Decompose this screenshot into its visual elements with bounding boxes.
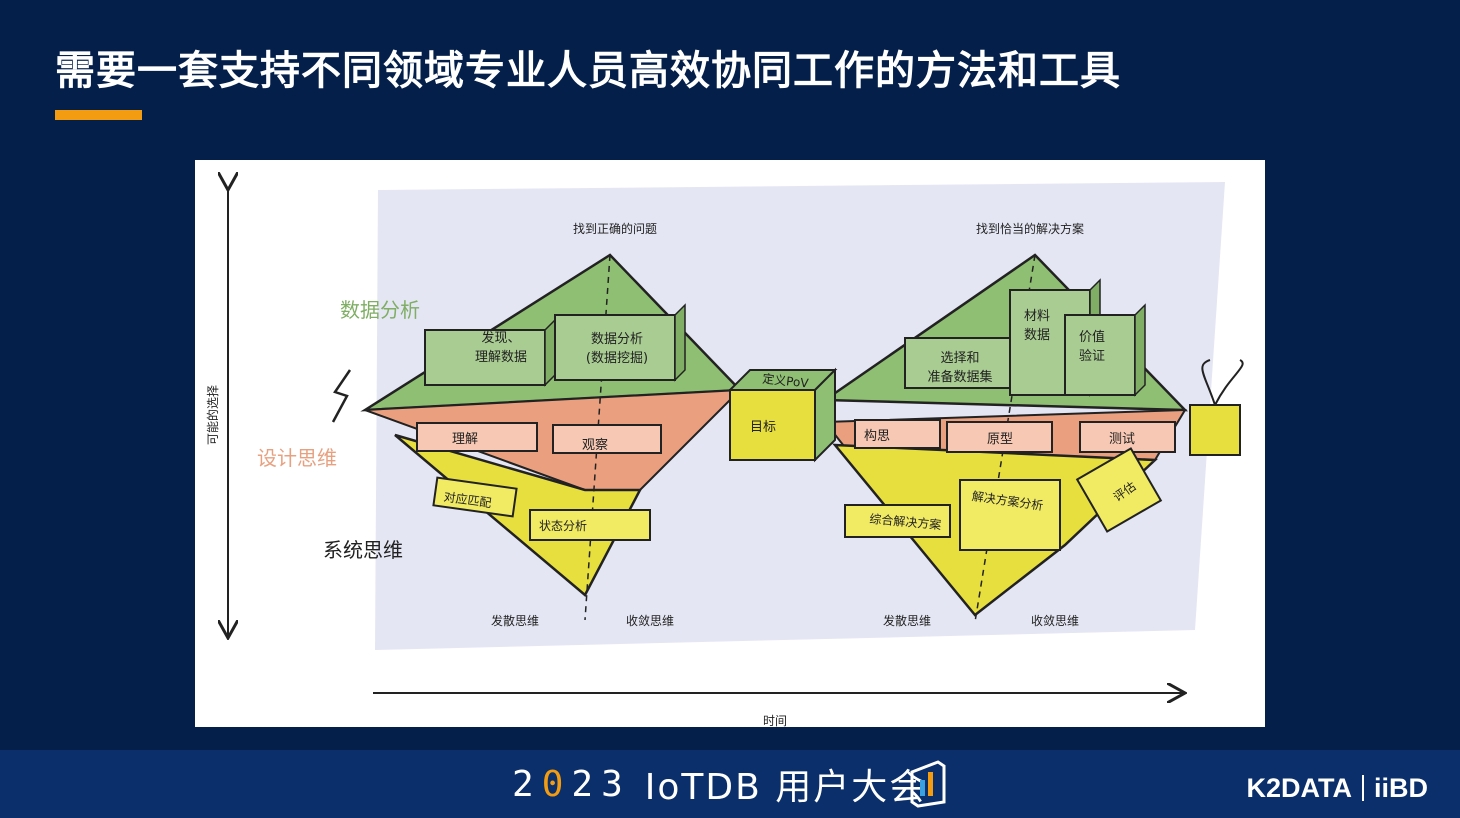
block-data-analysis: 数据分析 (数据挖掘) (554, 303, 686, 382)
svg-text:准备数据集: 准备数据集 (927, 369, 992, 385)
title-underline (55, 110, 142, 120)
double-diamond-diagram: 可能的选择 时间 发现、 理解数据 数据分析 (205, 160, 1244, 727)
block-evaluate: 评估 (1075, 447, 1163, 533)
block-ideate: 构思 (854, 419, 941, 449)
svg-text:材料: 材料 (1024, 309, 1050, 324)
goal-label: 目标 (750, 420, 776, 435)
block-prototype: 原型 (946, 421, 1053, 453)
diagram-figure: 可能的选择 时间 发现、 理解数据 数据分析 (195, 160, 1265, 727)
block-integrated-solution: 综合解决方案 (844, 504, 951, 538)
svg-text:验证: 验证 (1079, 348, 1105, 364)
k2data-logo: K2DATA (1246, 772, 1353, 803)
year-digit-1: 2 (512, 763, 536, 805)
x-axis-label: 时间 (763, 714, 787, 727)
svg-text:选择和: 选择和 (940, 351, 979, 366)
year-digit-2: 0 (541, 763, 566, 805)
block-test: 测试 (1079, 421, 1176, 453)
block-state-analysis: 状态分析 (529, 509, 651, 541)
year-digit-4: 3 (601, 763, 625, 805)
svg-text:价值: 价值 (1079, 329, 1105, 345)
left-converge-label: 收敛思维 (626, 613, 674, 628)
svg-text:原型: 原型 (987, 432, 1013, 447)
gift-box (1189, 404, 1241, 456)
systems-thinking-label: 系统思维 (323, 538, 403, 562)
svg-text:(数据挖掘): (数据挖掘) (586, 351, 648, 366)
brand-separator (1362, 775, 1364, 801)
y-axis-label: 可能的选择 (205, 385, 220, 445)
svg-text:对应匹配: 对应匹配 (443, 489, 493, 511)
right-divider (974, 254, 1036, 623)
pov-cube-side (814, 367, 836, 463)
slide-title: 需要一套支持不同领域专业人员高效协同工作的方法和工具 (55, 48, 1121, 94)
pov-cube-front (729, 389, 816, 461)
pov-label: 定义PoV (762, 371, 810, 391)
block-understand: 理解 (416, 422, 538, 452)
svg-text:理解数据: 理解数据 (475, 350, 527, 365)
svg-text:理解: 理解 (452, 432, 478, 447)
iotdb-logo-icon (910, 760, 946, 808)
left-diverge-label: 发散思维 (491, 613, 539, 628)
gift-bow (1201, 359, 1244, 406)
svg-text:测试: 测试 (1109, 432, 1135, 447)
brand-logos: K2DATA iiBD (1247, 770, 1429, 806)
svg-text:数据分析: 数据分析 (591, 332, 643, 347)
design-thinking-label: 设计思维 (257, 446, 337, 470)
right-diverge-label: 发散思维 (883, 613, 931, 628)
svg-text:状态分析: 状态分析 (539, 519, 587, 533)
block-discover: 发现、 理解数据 (424, 318, 556, 387)
svg-text:综合解决方案: 综合解决方案 (869, 511, 942, 532)
block-match: 对应匹配 (432, 476, 518, 518)
svg-text:观察: 观察 (582, 438, 608, 453)
block-solution-analysis: 解决方案分析 (959, 479, 1061, 551)
block-select: 选择和 准备数据集 (904, 337, 1016, 389)
svg-text:发现、: 发现、 (481, 330, 520, 346)
lightning-icon (331, 369, 352, 423)
svg-text:数据: 数据 (1024, 328, 1050, 343)
left-top-label: 找到正确的问题 (573, 221, 657, 236)
data-analysis-label: 数据分析 (340, 298, 420, 322)
iibd-logo: iiBD (1374, 772, 1428, 803)
svg-text:构思: 构思 (864, 429, 890, 444)
event-title: 2 0 2 3 IoTDB 用户大会 (512, 760, 928, 809)
block-value: 价值 验证 (1064, 303, 1146, 397)
footer-bar (0, 750, 1460, 818)
block-observe: 观察 (552, 424, 662, 454)
right-converge-label: 收敛思维 (1031, 613, 1079, 628)
right-top-label: 找到恰当的解决方案 (976, 221, 1084, 236)
event-name: IoTDB 用户大会 (644, 767, 928, 808)
left-yellow-bottom (394, 433, 643, 597)
year-digit-3: 2 (571, 763, 596, 805)
